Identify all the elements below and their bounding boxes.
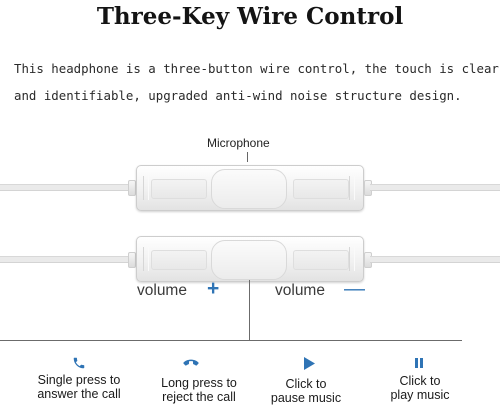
action-play-music: Click to play music [370,374,470,402]
microphone-label: Microphone [207,136,270,150]
cable-right-bottom [370,256,500,263]
cable-collar [128,180,136,196]
action-line: Long press to [161,376,237,390]
pause-icon [406,356,432,372]
action-line: pause music [270,391,342,405]
button-strip-right [293,179,349,199]
action-line: play music [390,388,450,402]
remote-body [136,165,364,211]
remote-groove [349,176,355,200]
action-line: reject the call [162,390,236,404]
description: This headphone is a three-button wire co… [14,55,499,109]
page-title: Three-Key Wire Control [96,3,404,30]
description-line-2: and identifiable, upgraded anti-wind noi… [14,88,462,103]
volume-up-label: volume [137,282,187,299]
button-strip-left [151,179,207,199]
volume-down-label: volume [275,282,325,299]
description-line-1: This headphone is a three-button wire co… [14,61,499,76]
microphone-pointer [247,152,248,162]
cable-left-top [0,184,130,191]
action-reject-call: Long press to reject the call [140,376,258,404]
remote-groove [349,247,355,271]
button-strip-left [151,250,207,270]
remote-groove [143,247,149,271]
cable-collar [128,252,136,268]
play-icon [296,357,322,374]
center-key [211,240,287,280]
phone-reject-icon [178,357,204,373]
remote-body [136,236,364,282]
remote-groove [143,176,149,200]
action-line: Click to [285,377,327,391]
cable-left-bottom [0,256,130,263]
connector-bar [0,340,462,341]
action-line: answer the call [37,387,121,401]
button-strip-right [293,250,349,270]
center-key [211,169,287,209]
action-pause-music: Click to pause music [256,377,356,405]
action-line: Click to [399,374,441,388]
action-answer-call: Single press to answer the call [20,373,138,401]
phone-answer-icon [66,356,92,374]
cable-right-top [370,184,500,191]
volume-down-sign: — [344,277,365,300]
action-line: Single press to [37,373,121,387]
connector-stem [249,280,250,340]
volume-up-sign: + [207,277,220,300]
